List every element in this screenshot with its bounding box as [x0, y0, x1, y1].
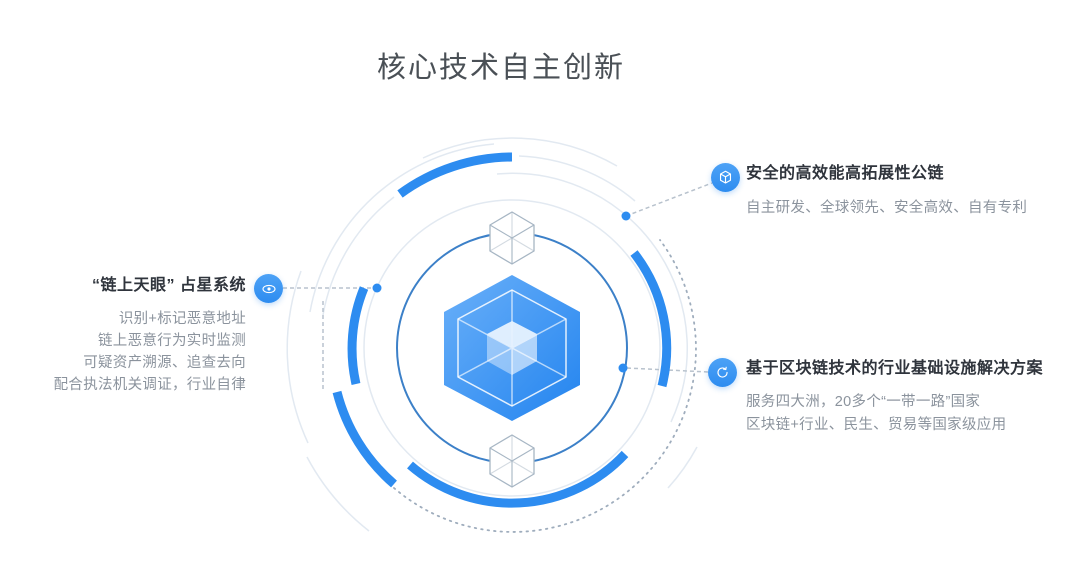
industry-solution-line: 区块链+行业、民生、贸易等国家级应用 [746, 417, 1007, 433]
sky-eye-icon-badge [254, 274, 283, 303]
orbit-ring-dotted [393, 239, 697, 533]
callout-sky-eye: “链上天眼” 占星系统 识别+标记恶意地址 链上恶意行为实时监测 可疑资产溯源、… [0, 276, 246, 396]
sky-eye-line: 识别+标记恶意地址 [118, 311, 246, 327]
cube-icon [719, 170, 732, 184]
public-chain-title: 安全的高效能高拓展性公链 [746, 165, 945, 182]
eye-icon [261, 284, 276, 293]
public-chain-description: 自主研发、全球领先、安全高效、自有专利 [746, 200, 1028, 216]
satellite-cube-top-icon [489, 211, 535, 265]
industry-solution-title: 基于区块链技术的行业基础设施解决方案 [746, 360, 1044, 377]
callout-public-chain: 安全的高效能高拓展性公链 自主研发、全球领先、安全高效、自有专利 [746, 164, 1027, 217]
public-chain-icon-badge [711, 163, 740, 192]
sky-eye-line: 可疑资产溯源、追查去向 [83, 355, 246, 371]
connector-dots [372, 211, 631, 373]
sky-eye-lines: 识别+标记恶意地址 链上恶意行为实时监测 可疑资产溯源、追查去向 配合执法机关调… [0, 308, 246, 396]
connector-lines [283, 182, 713, 391]
satellite-cube-bottom-icon [489, 434, 535, 488]
industry-solution-icon-badge [708, 358, 737, 387]
industry-solution-line: 服务四大洲，20多个“一带一路”国家 [746, 394, 981, 410]
page-title: 核心技术自主创新 [376, 52, 625, 84]
industry-solution-lines: 服务四大洲，20多个“一带一路”国家 区块链+行业、民生、贸易等国家级应用 [746, 391, 1043, 437]
orbit-arcs-blue [332, 152, 672, 508]
sky-eye-line: 配合执法机关调证，行业自律 [53, 377, 246, 393]
center-cube-icon [444, 275, 580, 421]
callout-industry-solution: 基于区块链技术的行业基础设施解决方案 服务四大洲，20多个“一带一路”国家 区块… [746, 359, 1043, 437]
sky-eye-line: 链上恶意行为实时监测 [98, 333, 246, 349]
sky-eye-title: “链上天眼” 占星系统 [92, 277, 246, 294]
sync-icon [717, 366, 728, 378]
